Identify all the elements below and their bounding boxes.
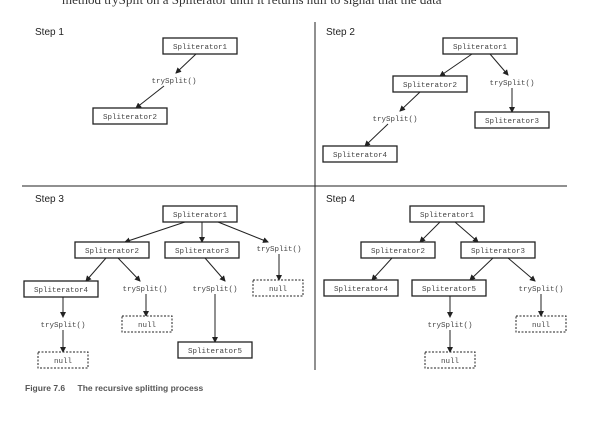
spliterator-box <box>474 111 550 129</box>
arrow <box>135 85 165 109</box>
spliterator-box <box>162 205 238 223</box>
preceding-body-text: method trySplit on a Spliterator until i… <box>62 0 441 8</box>
spliterator-label: Spliterator4 <box>334 286 389 294</box>
spliterator-label: Spliterator2 <box>85 248 139 256</box>
spliterator-box <box>460 241 536 259</box>
spliterator-label: Spliterator2 <box>103 114 157 122</box>
null-box <box>424 351 476 369</box>
spliterator-box <box>23 280 99 298</box>
spliterator-box <box>322 145 398 163</box>
spliterator-box <box>442 37 518 55</box>
try-split-label: trySplit() <box>518 286 563 294</box>
arrow <box>217 221 269 243</box>
null-box <box>37 351 89 369</box>
spliterator-label: Spliterator3 <box>485 118 540 126</box>
try-split-label: trySplit() <box>372 116 417 124</box>
arrow <box>175 53 197 74</box>
spliterator-box <box>92 107 168 125</box>
figure-title: The recursive splitting process <box>77 383 204 393</box>
step-label: Step 1 <box>35 27 64 38</box>
null-box <box>121 315 173 333</box>
arrow <box>204 257 226 282</box>
spliterator-label: Spliterator5 <box>422 286 477 294</box>
spliterator-label: Spliterator2 <box>371 248 425 256</box>
figure-number: Figure 7.6 <box>25 383 66 393</box>
try-split-label: trySplit() <box>489 80 534 88</box>
spliterator-box <box>323 279 399 297</box>
arrow <box>85 257 107 282</box>
arrow <box>454 221 479 243</box>
arrow <box>364 123 389 147</box>
figure-caption: Figure 7.6 The recursive splitting proce… <box>25 383 203 393</box>
arrow <box>419 221 441 243</box>
spliterator-box <box>409 205 485 223</box>
null-box <box>252 279 304 297</box>
spliterator-label: Spliterator3 <box>175 248 230 256</box>
arrow <box>469 257 494 281</box>
null-label: null <box>138 322 157 330</box>
arrow <box>399 91 421 112</box>
arrow <box>489 53 509 76</box>
spliterator-label: Spliterator3 <box>471 248 526 256</box>
spliterator-box <box>392 75 468 93</box>
arrow <box>117 257 141 282</box>
step-label: Step 2 <box>326 27 355 38</box>
arrow <box>124 221 186 244</box>
spliterator-box <box>164 241 240 259</box>
spliterator-box <box>162 37 238 55</box>
spliterator-label: Spliterator4 <box>333 152 388 160</box>
spliterator-label: Spliterator1 <box>420 212 475 220</box>
spliterator-label: Spliterator4 <box>34 287 89 295</box>
spliterator-box <box>411 279 487 297</box>
spliterator-label: Spliterator1 <box>173 212 228 220</box>
try-split-label: trySplit() <box>122 286 167 294</box>
try-split-label: trySplit() <box>192 286 237 294</box>
spliterator-box <box>360 241 436 259</box>
spliterator-label: Spliterator5 <box>188 348 243 356</box>
step-label: Step 4 <box>326 194 355 205</box>
spliterator-label: Spliterator1 <box>453 44 508 52</box>
spliterator-box <box>177 341 253 359</box>
arrow <box>371 257 393 281</box>
spliterator-label: Spliterator2 <box>403 82 457 90</box>
null-label: null <box>269 286 288 294</box>
arrow <box>439 53 473 77</box>
arrow <box>507 257 536 282</box>
null-label: null <box>441 358 460 366</box>
try-split-label: trySplit() <box>256 246 301 254</box>
try-split-label: trySplit() <box>40 322 85 330</box>
spliterator-box <box>74 241 150 259</box>
step-label: Step 3 <box>35 194 64 205</box>
null-box <box>515 315 567 333</box>
try-split-label: trySplit() <box>427 322 472 330</box>
null-label: null <box>532 322 551 330</box>
spliterator-label: Spliterator1 <box>173 44 228 52</box>
try-split-label: trySplit() <box>151 78 196 86</box>
null-label: null <box>54 358 73 366</box>
